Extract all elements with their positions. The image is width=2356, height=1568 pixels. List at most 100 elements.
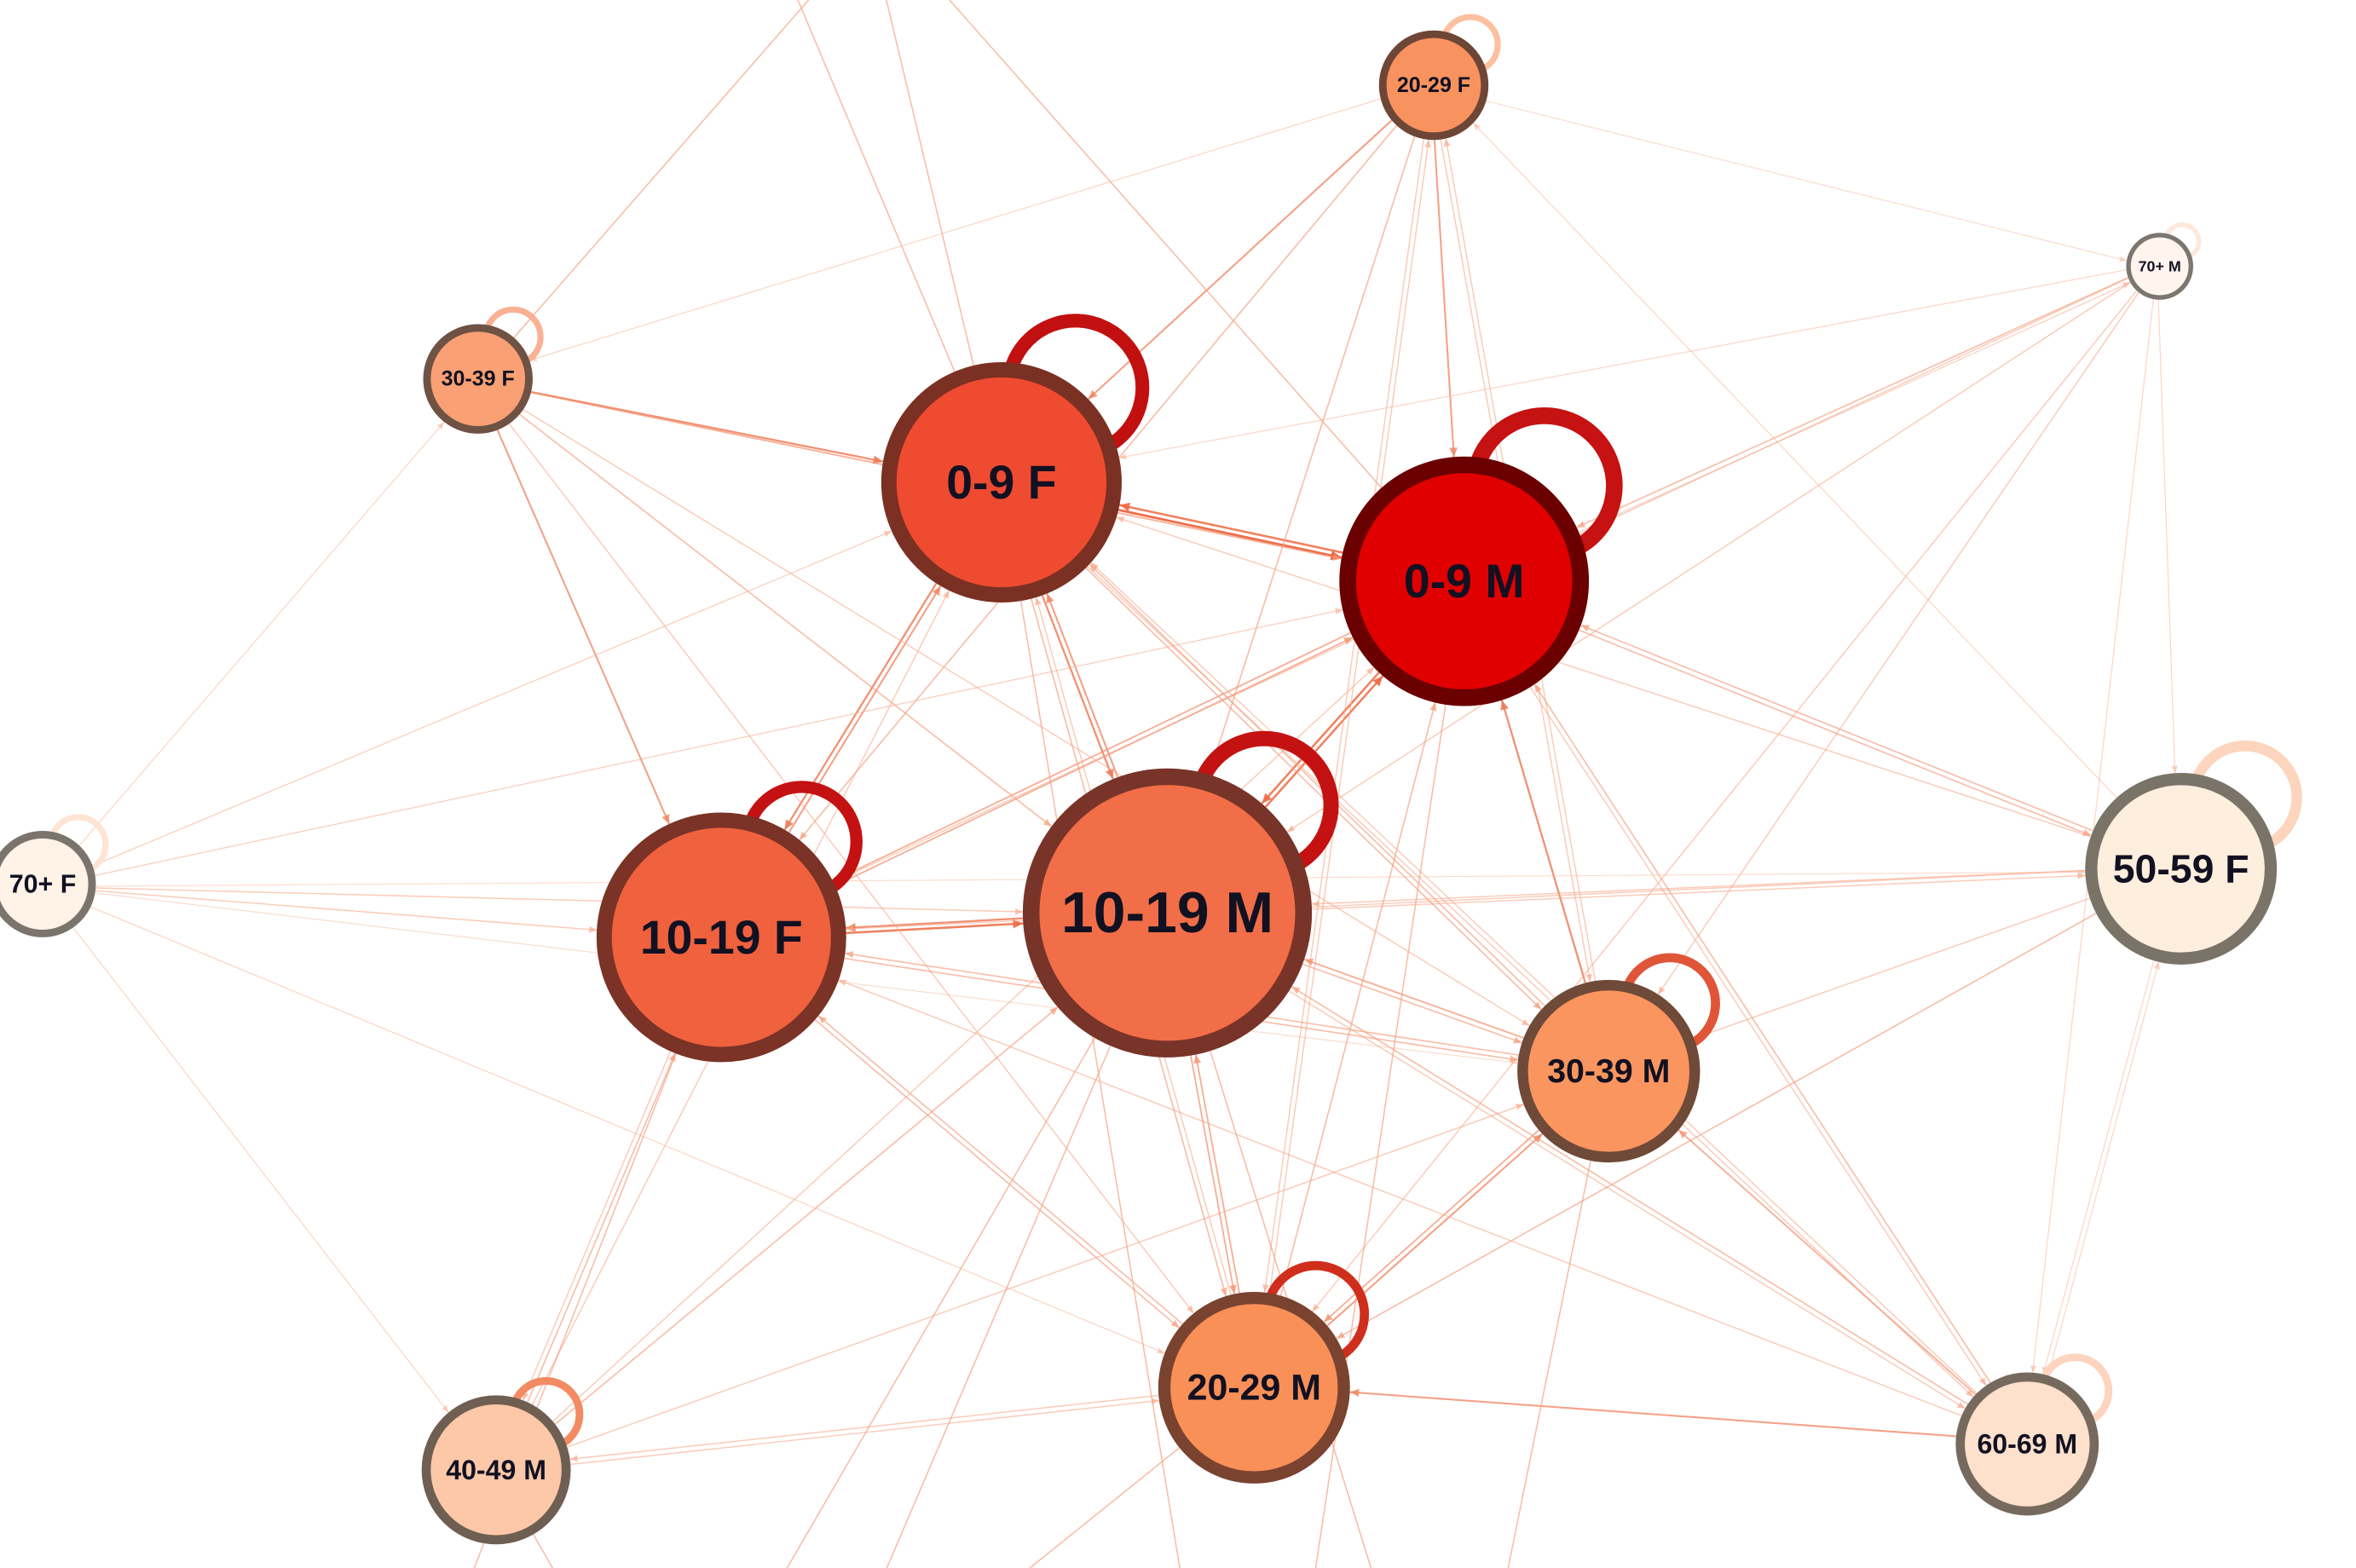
edge-m70-to-m3039 (1657, 291, 2139, 995)
edge-m09-to-f09 (1119, 504, 1343, 554)
edge-m3039-to-f09 (1088, 563, 1546, 1006)
edge-offcanvas-1 (886, 0, 974, 366)
edge-f70-to-m1019 (95, 887, 1023, 913)
edge-arrowhead-m4049-to-m1019 (1049, 1007, 1058, 1016)
edge-offcanvas-3 (513, 0, 810, 338)
edge-arrowhead-m09-to-f5059 (2082, 829, 2092, 836)
edge-arrowhead-f2029-to-f09 (1088, 389, 1098, 400)
node-circle-m1019 (1022, 768, 1313, 1058)
edge-f1019-to-m09 (834, 637, 1354, 887)
edge-f3039-to-f09 (530, 390, 884, 463)
edge-arrowhead-m1019-to-m09 (1372, 676, 1383, 687)
edge-arrowhead-m3039-to-m1019 (1304, 958, 1314, 966)
node-label-m3039: 30-39 M (1547, 1052, 1670, 1090)
self-loops-layer (48, 14, 2302, 1452)
edge-arrowhead-f5059-to-f2029 (1473, 123, 1481, 130)
edge-m70-to-m2029 (1312, 290, 2138, 1312)
edge-arrowhead-m6069-to-m3039 (1678, 1130, 1688, 1139)
node-circle-f2029 (1378, 30, 1489, 141)
edge-f09-to-m09 (1117, 509, 1343, 559)
edge-f5059-to-m6069 (2042, 960, 2155, 1375)
edge-f3039-to-m3039 (523, 409, 1530, 1027)
node-label-m6069: 60-69 M (1977, 1429, 2077, 1460)
node-f1019: 10-19 F (596, 812, 846, 1063)
edge-arrowhead-f1019-to-m1019 (1013, 919, 1024, 929)
node-label-m70: 70+ M (2139, 258, 2181, 275)
edge-f2029-to-m70 (1486, 100, 2127, 262)
edge-arrowhead-m70-to-m3039 (1658, 986, 1666, 994)
edge-m6069-to-m3039 (1677, 1129, 1977, 1396)
edge-offcanvas-8 (1507, 1160, 1591, 1568)
edge-m1019-to-m3039 (1302, 963, 1522, 1044)
edge-f09-to-m1019 (1041, 595, 1114, 780)
edge-m70-to-m1019 (1286, 281, 2131, 833)
edge-arrowhead-m6069-to-f1019 (838, 979, 847, 986)
edge-f70-to-m2029 (90, 906, 1165, 1354)
edge-arrowhead-m4049-to-m3039 (1515, 1104, 1524, 1110)
node-label-f09: 0-9 F (946, 456, 1056, 509)
edge-f2029-to-m1019 (1208, 136, 1416, 775)
edge-arrowhead-m1019-to-f09 (1046, 593, 1054, 604)
edge-arrowhead-m6069-to-f5059 (2153, 962, 2160, 970)
node-label-m2029: 20-29 M (1187, 1367, 1321, 1408)
edge-f70-to-f3039 (78, 421, 445, 846)
edge-arrowhead-f1019-to-f09 (932, 585, 941, 597)
edge-arrowhead-m1019-to-m2029 (1228, 1284, 1237, 1294)
node-m2029: 20-29 M (1158, 1291, 1350, 1484)
edge-arrowhead-f70-to-m09 (1335, 608, 1343, 614)
node-circle-m70 (2126, 233, 2193, 300)
edge-m6069-to-m09 (1533, 683, 1991, 1383)
edge-offcanvas-5 (886, 1045, 1112, 1568)
edge-arrowhead-f09-to-f1019 (784, 819, 794, 830)
edge-arrowhead-f3039-to-m2029 (1186, 1305, 1194, 1314)
edge-f5059-to-f2029 (1473, 122, 2117, 798)
edge-offcanvas-9 (1028, 1447, 1181, 1568)
edge-arrowhead-f3039-to-m09 (1332, 553, 1342, 561)
edge-m2029-to-m1019 (1194, 1054, 1240, 1294)
edge-f1019-to-f09 (788, 585, 942, 833)
edge-f70-to-m09 (95, 608, 1343, 876)
edge-f1019-to-m2029 (814, 1019, 1180, 1329)
edge-m3039-to-m1019 (1303, 958, 1524, 1039)
edge-arrowhead-f70-to-m4049 (442, 1404, 449, 1413)
edge-f70-to-m4049 (72, 927, 449, 1413)
edge-f70-to-f09 (92, 530, 892, 867)
node-label-f2029: 20-29 F (1397, 73, 1470, 97)
edge-offcanvas-10 (533, 1534, 554, 1568)
edge-arrowhead-m09-to-f09 (1119, 502, 1131, 512)
edge-arrowhead-m70-to-m2029 (1312, 1303, 1320, 1311)
edge-m2029-to-f1019 (817, 1015, 1183, 1325)
edge-arrowhead-f70-to-f3039 (436, 422, 444, 429)
edge-f5059-to-m09 (1580, 625, 2093, 832)
edge-offcanvas-0 (797, 0, 956, 372)
edge-f3039-to-m1019 (519, 413, 1053, 827)
edge-arrowhead-m2029-to-m4049 (569, 1455, 578, 1462)
edge-arrowhead-m2029-to-f1019 (818, 1016, 827, 1024)
node-m1019: 10-19 M (1022, 768, 1313, 1058)
edge-m09-to-m6069 (1529, 686, 1987, 1386)
edge-f2029-to-m2029 (1263, 139, 1424, 1293)
edge-arrowhead-f3039-to-m1019 (1042, 818, 1052, 827)
edge-arrowhead-f3039-to-m3039 (1521, 1018, 1530, 1026)
node-f3039: 30-39 F (423, 324, 533, 434)
edge-m4049-to-m2029 (570, 1399, 1159, 1466)
edge-m1019-to-m09 (1264, 675, 1384, 808)
edge-arrowhead-f2029-to-m2029 (1262, 1284, 1269, 1293)
edge-arrowhead-f2029-to-m09 (1449, 447, 1458, 458)
edge-f09-to-m6069 (1087, 566, 1974, 1398)
edge-arrowhead-m2029-to-f09 (1035, 597, 1042, 606)
edge-arrowhead-f2029-to-f1019 (799, 831, 808, 840)
node-circle-f5059 (2085, 773, 2278, 965)
edge-m2029-to-m09 (1279, 702, 1436, 1296)
edge-m6069-to-f09 (1090, 562, 1978, 1394)
edge-arrowhead-m70-to-f5059 (2171, 765, 2179, 774)
edge-arrowhead-f3039-to-f09 (873, 455, 883, 464)
edge-f1019-to-m4049 (522, 1051, 672, 1401)
edge-arrowhead-f5059-to-m2029 (1337, 1331, 1346, 1339)
edge-arrowhead-m6069-to-m1019 (1291, 986, 1301, 994)
edge-arrowhead-m4049-to-f09 (942, 591, 950, 599)
edge-arrowhead-f2029-to-m70 (2119, 256, 2127, 262)
node-circle-m09 (1339, 456, 1590, 706)
node-m70: 70+ M (2126, 233, 2193, 300)
edge-offcanvas-2 (948, 0, 1383, 488)
